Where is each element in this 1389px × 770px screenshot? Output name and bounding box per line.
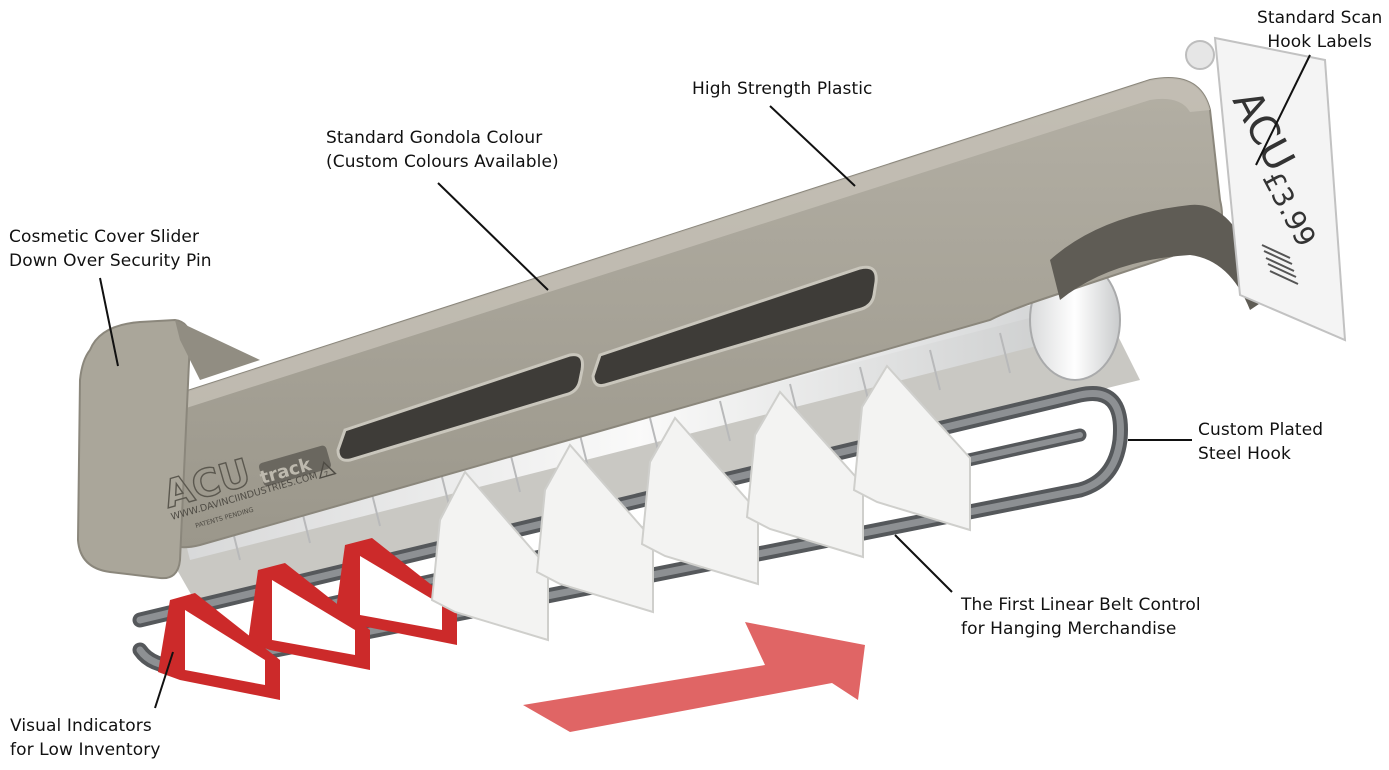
label-visual-indicators: Visual Indicators for Low Inventory [10,716,161,760]
barcode [1261,244,1299,285]
direction-arrow [523,622,865,732]
cosmetic-cover-slider [76,318,260,580]
paddle-white-4 [745,390,864,559]
paddle-white-5 [852,364,971,532]
leader-cosmetic [99,277,119,367]
housing-slot-right [591,265,878,388]
pusher-paddles [158,364,971,700]
leader-gondola [437,182,549,291]
label-gondola: Standard Gondola Colour (Custom Colours … [326,128,559,172]
paddle-white-1 [430,470,549,642]
housing-slot-left [336,353,584,462]
scan-hook-label: ACU £3.99 [1185,36,1347,342]
leader-visual [154,651,174,709]
label-plastic: High Strength Plastic [692,79,873,99]
leader-plastic [769,105,856,187]
paddle-white-2 [535,443,654,614]
paddle-white-3 [640,416,759,586]
label-scan-hook: Standard Scan Hook Labels [1257,8,1383,52]
label-steel-hook: Custom Plated Steel Hook [1198,420,1324,464]
leader-lines [99,54,1311,709]
label-cosmetic-cover: Cosmetic Cover Slider Down Over Security… [9,227,212,271]
recycle-code: 7 [323,470,330,479]
label-linear-belt: The First Linear Belt Control for Hangin… [961,595,1201,639]
recycle-icon [319,460,337,480]
leader-linear-belt [894,534,953,593]
housing [153,77,1265,549]
leader-scan-hook [1255,54,1311,166]
